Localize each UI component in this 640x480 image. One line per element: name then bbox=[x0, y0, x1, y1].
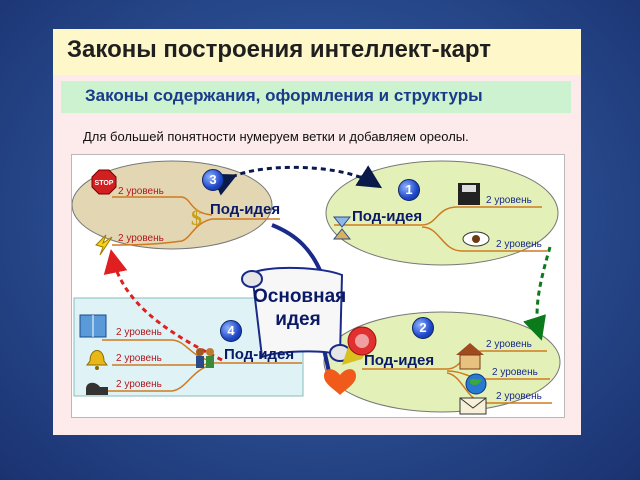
slide-subtitle: Законы содержания, оформления и структур… bbox=[85, 86, 483, 105]
branch-1-line-2 bbox=[421, 226, 547, 252]
slide-title: Законы построения интеллект-карт bbox=[67, 36, 492, 63]
seal-icon bbox=[342, 326, 377, 365]
main-idea-line-2: идея bbox=[275, 309, 321, 330]
arrow-4-to-3 bbox=[103, 249, 223, 362]
envelope-icon bbox=[459, 397, 487, 415]
hourglass-icon bbox=[332, 216, 352, 240]
arrow-1-to-2 bbox=[523, 246, 552, 341]
branch-3-level-2: 2 уровень bbox=[118, 233, 164, 244]
stop-sign-icon: STOP bbox=[91, 169, 117, 195]
dollar-icon: $ bbox=[191, 205, 202, 230]
branch-2-level-2: 2 уровень bbox=[492, 367, 538, 378]
branch-1-subidea: Под-идея bbox=[352, 208, 423, 225]
mind-map-diagram: STOP $ bbox=[71, 154, 565, 418]
lightning-icon bbox=[95, 234, 113, 256]
branch-1-number-badge: 1 bbox=[398, 179, 420, 201]
title-bar: Законы построения интеллект-карт bbox=[53, 29, 581, 75]
branch-4-level-3: 2 уровень bbox=[116, 379, 162, 390]
people-icon bbox=[196, 348, 214, 368]
branch-4-number-badge: 4 bbox=[220, 320, 242, 342]
globe-icon bbox=[465, 373, 487, 395]
subtitle-bar: Законы содержания, оформления и структур… bbox=[61, 81, 571, 113]
main-idea-label: Основная идея bbox=[253, 285, 347, 331]
branch-2-subidea: Под-идея bbox=[364, 352, 435, 369]
branch-3-line-1 bbox=[112, 196, 213, 216]
branch-4-subidea: Под-идея bbox=[224, 346, 295, 363]
stop-sign-label: STOP bbox=[95, 180, 114, 187]
eye-icon bbox=[462, 231, 490, 247]
svg-text:$: $ bbox=[191, 205, 202, 230]
branch-1-level-1: 2 уровень bbox=[486, 195, 532, 206]
book-icon bbox=[79, 314, 107, 338]
slide: Законы построения интеллект-карт Законы … bbox=[53, 29, 581, 435]
bell-icon bbox=[86, 350, 108, 370]
branch-1-line-1 bbox=[421, 206, 542, 226]
slide-note: Для большей понятности нумеруем ветки и … bbox=[83, 129, 469, 144]
main-idea-line-1: Основная bbox=[253, 286, 347, 307]
branch-2-number-badge: 2 bbox=[412, 317, 434, 339]
heart-icon bbox=[324, 369, 356, 395]
branch-1-level-2: 2 уровень bbox=[496, 239, 542, 250]
branch-3-line-2 bbox=[111, 218, 213, 246]
arrow-3-to-1 bbox=[210, 165, 383, 196]
phone-icon bbox=[86, 382, 108, 395]
branch-4-level-2: 2 уровень bbox=[116, 353, 162, 364]
central-branch-up bbox=[271, 223, 324, 276]
branch-3-level-1: 2 уровень bbox=[118, 186, 164, 197]
mind-map-canvas: STOP $ bbox=[72, 160, 561, 415]
floppy-disk-icon bbox=[458, 183, 480, 205]
branch-2-halo bbox=[323, 311, 561, 413]
branch-4-line-1 bbox=[102, 339, 213, 362]
branch-3-number-badge: 3 bbox=[202, 169, 224, 191]
branch-2-level-3: 2 уровень bbox=[496, 391, 542, 402]
house-icon bbox=[456, 343, 484, 370]
branch-3-subidea: Под-идея bbox=[210, 201, 281, 218]
branch-4-level-1: 2 уровень bbox=[116, 327, 162, 338]
branch-1-halo bbox=[325, 160, 559, 266]
branch-2-level-1: 2 уровень bbox=[486, 339, 532, 350]
